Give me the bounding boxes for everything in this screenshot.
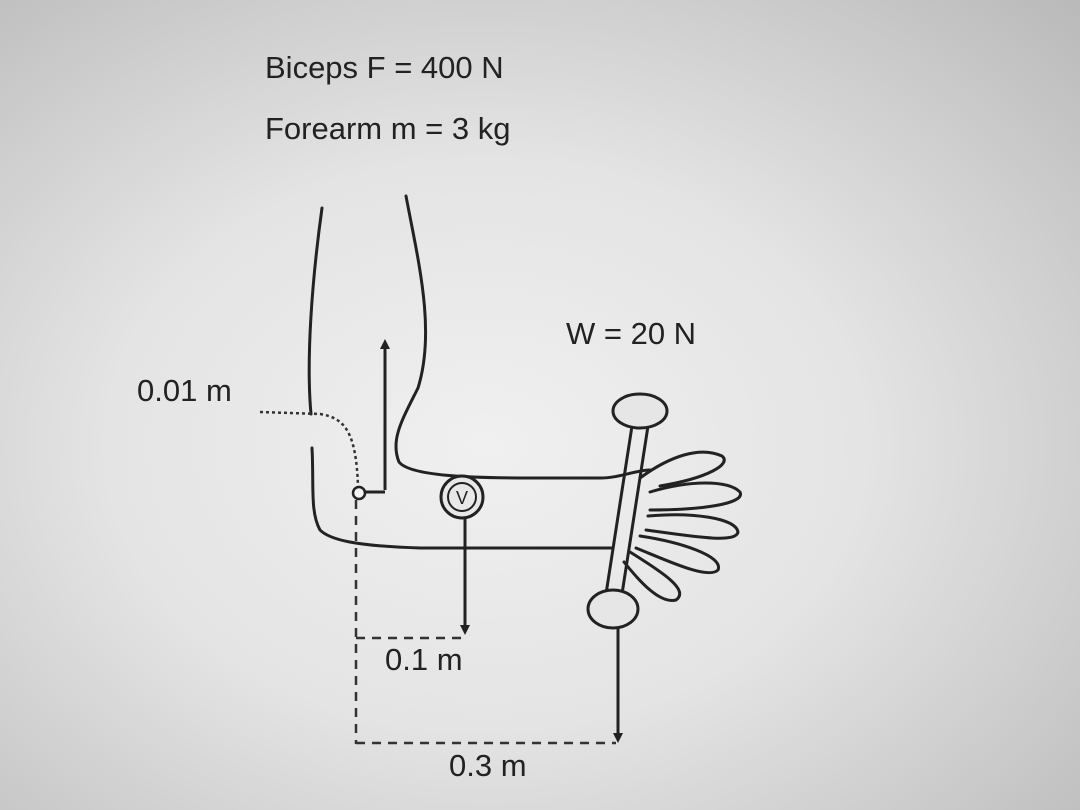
upper-arm-outline	[307, 194, 602, 480]
cog-marker-text: V	[456, 488, 468, 508]
biceps-force-label: Biceps F = 400 N	[265, 50, 504, 85]
weight-lever-arm-label: 0.3 m	[449, 748, 527, 783]
biceps-force-arrow	[365, 339, 390, 494]
biceps-lever-arm-leader	[259, 410, 360, 487]
weight-label: W = 20 N	[566, 316, 697, 351]
hand-outline	[622, 450, 742, 602]
dumbbell	[586, 392, 669, 630]
biceps-lever-arm-label: 0.01 m	[137, 373, 232, 408]
dimension-lines	[354, 500, 616, 745]
forearm-mass-label: Forearm m = 3 kg	[265, 111, 511, 146]
elbow-pivot	[351, 485, 367, 501]
forearm-lever-arm-label: 0.1 m	[385, 642, 463, 677]
forearm-outline	[310, 446, 652, 550]
center-of-gravity-symbol: V	[439, 474, 485, 520]
